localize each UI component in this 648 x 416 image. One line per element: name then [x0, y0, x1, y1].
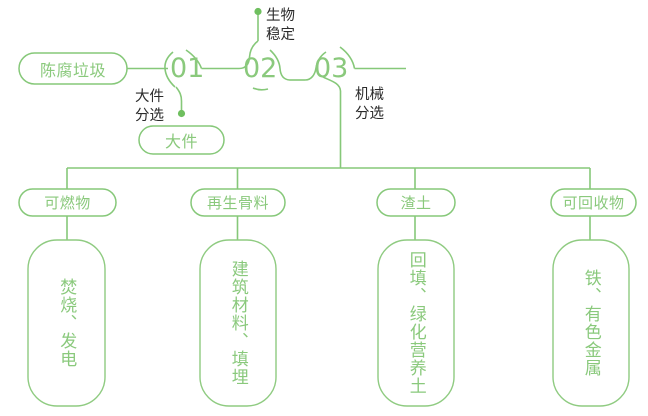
source-pill-label-wrap[interactable]: 陈腐垃圾: [19, 53, 127, 84]
stage-number-01[interactable]: 01: [170, 53, 205, 84]
bracket-03-left: [304, 51, 327, 81]
source-pill-label: 陈腐垃圾: [39, 62, 106, 80]
stage-note-02-line1: 生物: [266, 8, 295, 24]
destination-box-shape-4: [552, 239, 630, 407]
destination-box-label-1: 焚烧、发电: [57, 278, 77, 368]
bracket-01-right: [185, 49, 203, 69]
stage-note-03-line1: 机械: [355, 87, 384, 103]
connector-03-to-branch-bar: [318, 73, 342, 168]
output-pill-label-4: 可回收物: [562, 195, 625, 212]
destination-box-shape-1: [27, 239, 106, 407]
bracket-03-right: [339, 46, 356, 69]
output-pill-label-2: 再生骨料: [206, 195, 269, 212]
stage-number-02[interactable]: 02: [243, 53, 278, 84]
output-pill-label-wrap-1[interactable]: 可燃物: [19, 189, 116, 216]
stage-note-01-line2: 分选: [135, 107, 164, 124]
bracket-01-left: [164, 51, 176, 88]
bracket-02-left: [238, 40, 259, 70]
bulky-pill-label-wrap[interactable]: 大件: [139, 126, 224, 154]
bulky-pill-shape: [138, 125, 225, 155]
output-pill-label-wrap-4[interactable]: 可回收物: [551, 189, 636, 216]
destination-box-label-3: 回填、绿化营养土: [406, 251, 426, 395]
endpoint-dot-biostable: [254, 7, 262, 16]
destination-box-label-wrap-2: 建筑材料、填埋: [200, 240, 276, 406]
destination-box-label-4: 铁、有色金属: [581, 269, 601, 377]
destination-box-shape-2: [199, 239, 277, 407]
destination-box-label-2: 建筑材料、填埋: [228, 260, 248, 386]
connector-01-to-bulky: [175, 86, 183, 112]
endpoint-dot-bulky: [177, 109, 186, 118]
stage-note-01: 大件 分选: [135, 88, 164, 125]
destination-box-label-wrap-1: 焚烧、发电: [28, 240, 105, 406]
stage-note-02-line2: 稳定: [266, 26, 295, 43]
stage-number-03[interactable]: 03: [314, 53, 349, 84]
output-pill-shape-3: [376, 188, 456, 217]
stage-note-01-line1: 大件: [135, 89, 164, 105]
bracket-02-lower-left: [252, 87, 269, 91]
bracket-02-right: [269, 49, 290, 81]
stage-note-03-line2: 分选: [355, 105, 384, 122]
bulky-pill-label: 大件: [164, 134, 198, 151]
output-pill-label-3: 渣土: [400, 195, 432, 212]
stage-note-03: 机械 分选: [355, 86, 384, 123]
output-pill-label-wrap-3[interactable]: 渣土: [377, 189, 455, 216]
destination-box-label-wrap-4: 铁、有色金属: [553, 240, 629, 406]
stage-note-02: 生物 稳定: [266, 7, 295, 44]
output-pill-label-wrap-2[interactable]: 再生骨料: [191, 189, 285, 216]
destination-box-label-wrap-3: 回填、绿化营养土: [378, 240, 454, 406]
output-pill-shape-4: [550, 188, 637, 217]
output-pill-label-1: 可燃物: [44, 195, 91, 212]
destination-box-shape-3: [377, 239, 455, 407]
